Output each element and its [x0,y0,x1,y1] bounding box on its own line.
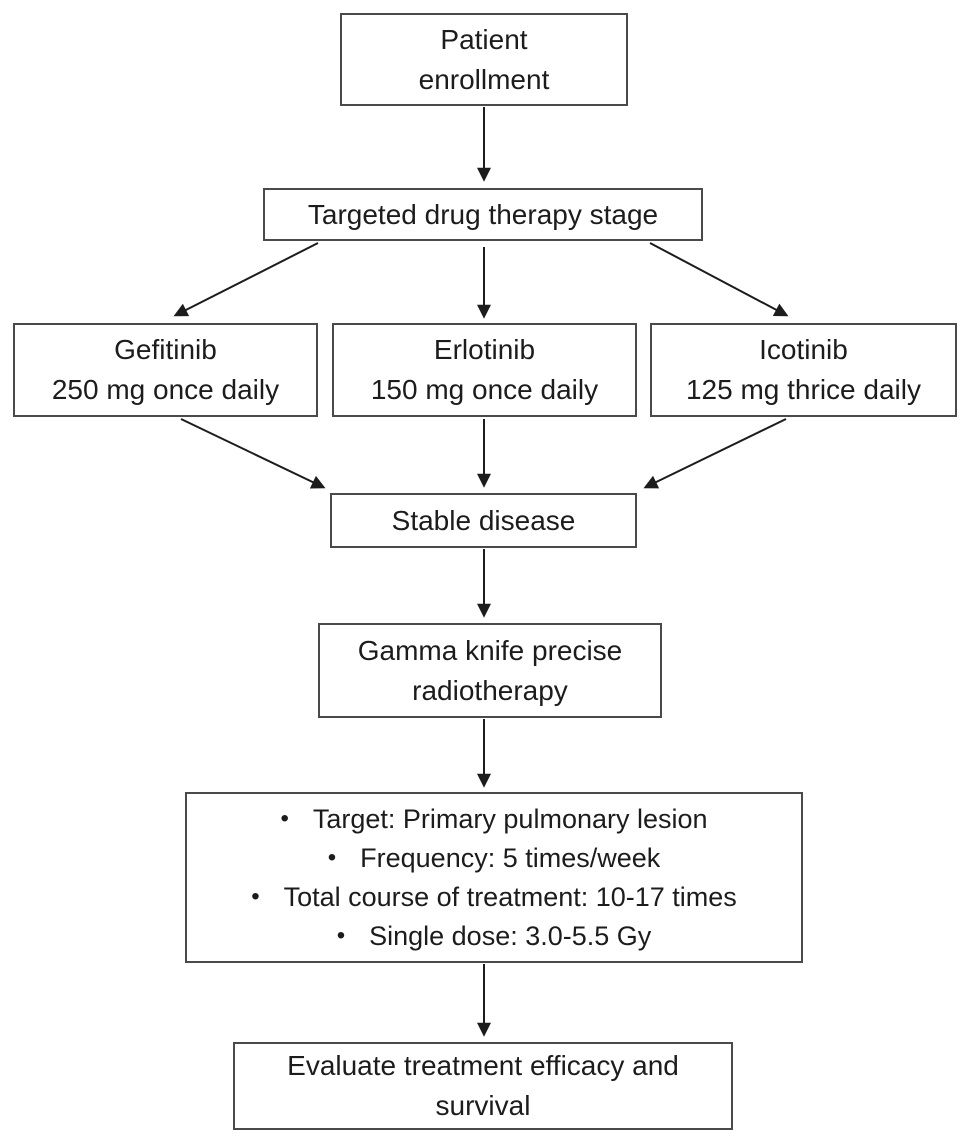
list-item: • Single dose: 3.0-5.5 Gy [337,917,652,956]
list-item-text: Frequency: 5 times/week [360,842,661,873]
list-item: • Frequency: 5 times/week [328,839,661,878]
bullet-icon: • [251,883,260,910]
list-item-text: Target: Primary pulmonary lesion [312,803,708,834]
list-item: • Total course of treatment: 10-17 times [251,878,737,917]
arrow-icotinib-to-stable [643,418,787,489]
node-radiotherapy-details: • Target: Primary pulmonary lesion • Fre… [185,792,803,963]
arrow-targeted-to-gefitinib [173,242,319,317]
node-targeted-drug-therapy-stage: Targeted drug therapy stage [263,188,703,241]
node-patient-enrollment: Patient enrollment [340,13,628,106]
arrow-targeted-to-icotinib [649,242,789,317]
node-evaluate-efficacy-survival: Evaluate treatment efficacy and survival [233,1042,733,1130]
node-erlotinib: Erlotinib 150 mg once daily [332,323,637,417]
node-gamma-knife-radiotherapy: Gamma knife precise radiotherapy [318,623,662,718]
bullet-icon: • [336,922,346,949]
list-item-text: Single dose: 3.0-5.5 Gy [369,920,652,951]
bullet-icon: • [327,844,337,871]
node-icotinib: Icotinib 125 mg thrice daily [650,323,957,417]
node-stable-disease: Stable disease [330,493,637,548]
list-item-text: Total course of treatment: 10-17 times [283,881,737,912]
bullet-icon: • [280,805,289,832]
arrow-gefitinib-to-stable [180,418,326,489]
node-gefitinib: Gefitinib 250 mg once daily [13,323,318,417]
list-item: • Target: Primary pulmonary lesion [280,800,707,839]
radiotherapy-details-list: • Target: Primary pulmonary lesion • Fre… [251,800,737,956]
